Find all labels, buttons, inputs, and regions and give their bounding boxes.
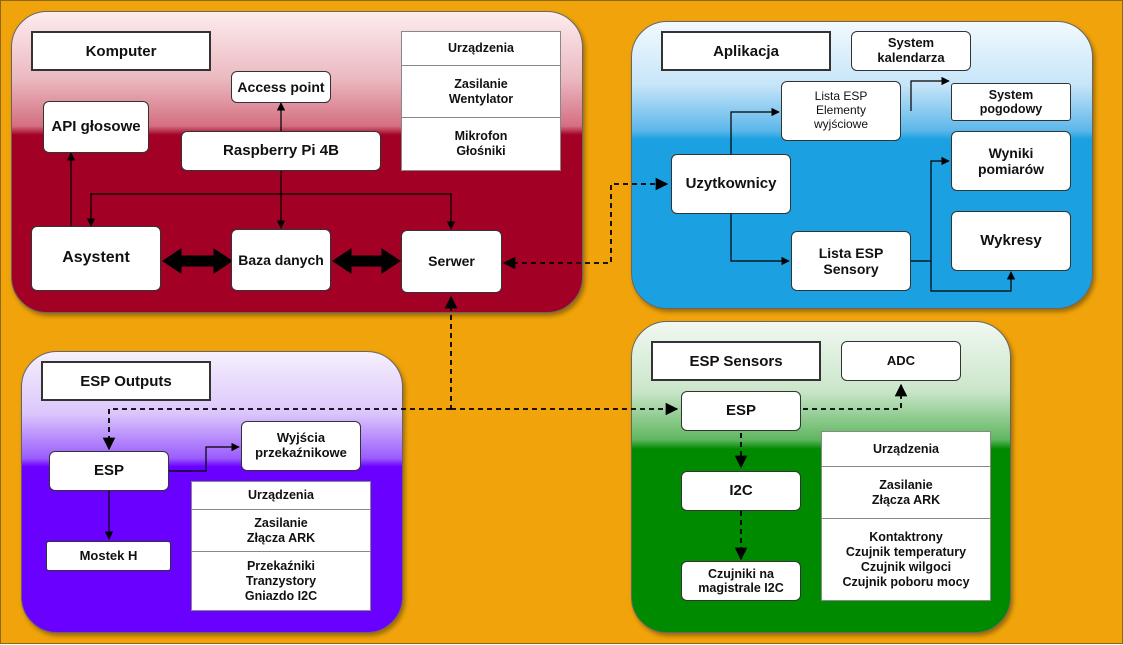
system-kalendarza-box: System kalendarza [851,31,971,71]
lista-esp-elementy-box: Lista ESP Elementy wyjściowe [781,81,901,141]
wyniki-pomiarow-box: Wyniki pomiarów [951,131,1071,191]
uzytkownicy-box: Uzytkownicy [671,154,791,214]
wykresy-box: Wykresy [951,211,1071,271]
api-glosowe-box: API głosowe [43,101,149,153]
esp-outputs-devices-table: Urządzenia Zasilanie Złącza ARK Przekaźn… [191,481,371,611]
table-row: Mikrofon Głośniki [454,129,508,158]
esp-outputs-esp-box: ESP [49,451,169,491]
table-header: Urządzenia [402,32,560,66]
system-pogodowy-box: System pogodowy [951,83,1071,121]
czujniki-i2c-box: Czujniki na magistrale I2C [681,561,801,601]
table-header: Urządzenia [822,432,990,467]
lista-esp-sensory-box: Lista ESP Sensory [791,231,911,291]
mostek-h-box: Mostek H [46,541,171,571]
baza-danych-box: Baza danych [231,229,331,291]
esp-outputs-title: ESP Outputs [41,361,211,401]
raspberry-pi-box: Raspberry Pi 4B [181,131,381,171]
access-point-box: Access point [231,71,331,103]
table-row: Przekaźniki Tranzystory Gniazdo I2C [244,558,318,603]
wyjscia-przekaznikowe-box: Wyjścia przekaźnikowe [241,421,361,471]
serwer-box: Serwer [401,230,502,293]
adc-box: ADC [841,341,961,381]
table-row: Kontaktrony Czujnik temperatury Czujnik … [842,529,970,589]
table-header: Urządzenia [192,482,370,510]
asystent-box: Asystent [31,226,161,291]
esp-sensors-title: ESP Sensors [651,341,821,381]
table-row: Zasilanie Złącza ARK [192,510,370,552]
esp-sensors-esp-box: ESP [681,391,801,431]
table-row: Zasilanie Wentylator [402,66,560,118]
komputer-title: Komputer [31,31,211,71]
komputer-devices-table: Urządzenia Zasilanie Wentylator Mikrofon… [401,31,561,171]
esp-sensors-devices-table: Urządzenia Zasilanie Złącza ARK Kontaktr… [821,431,991,601]
aplikacja-title: Aplikacja [661,31,831,71]
table-row: Zasilanie Złącza ARK [822,467,990,519]
i2c-box: I2C [681,471,801,511]
